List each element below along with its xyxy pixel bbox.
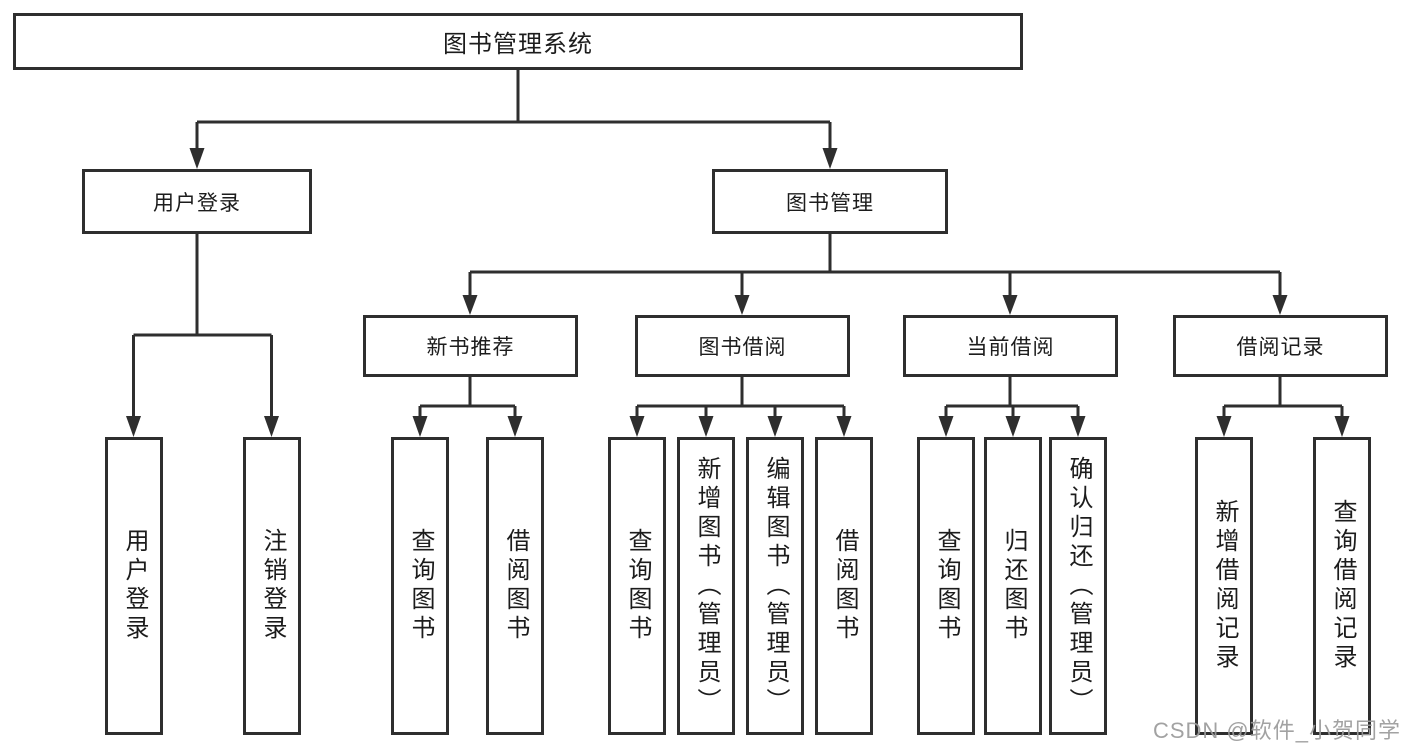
leaf-rec-query-record-label: 查询借阅记录 [1329,499,1356,673]
node-borrow-records-label: 借阅记录 [1236,336,1325,359]
node-user-login: 用户登录 [82,169,312,234]
node-book-borrow: 图书借阅 [635,315,850,377]
node-book-management-label: 图书管理 [786,191,874,215]
leaf-user-login-label: 用户登录 [121,528,148,644]
leaf-cb-return-book-label: 归还图书 [1000,528,1027,644]
leaf-bb-edit-book-label: 编辑图书（管理员） [762,455,789,717]
node-user-login-label: 用户登录 [153,191,241,215]
leaf-bb-borrow-book-label: 借阅图书 [831,528,858,644]
leaf-cb-query-book: 查询图书 [917,437,975,735]
leaf-user-login: 用户登录 [105,437,163,735]
node-library-system: 图书管理系统 [13,13,1023,70]
leaf-rec-add-record-label: 新增借阅记录 [1211,499,1238,673]
leaf-cb-return-book: 归还图书 [984,437,1042,735]
node-new-book-recommend-label: 新书推荐 [426,336,515,359]
csdn-watermark: CSDN @软件_小贺同学 [1152,718,1401,743]
leaf-cb-confirm-return: 确认归还（管理员） [1049,437,1107,735]
leaf-logout-label: 注销登录 [259,528,286,644]
leaf-bb-edit-book: 编辑图书（管理员） [746,437,804,735]
node-book-management: 图书管理 [712,169,948,234]
leaf-nb-query-book-label: 查询图书 [407,528,434,644]
leaf-bb-borrow-book: 借阅图书 [815,437,873,735]
leaf-logout: 注销登录 [243,437,301,735]
leaf-nb-borrow-book-label: 借阅图书 [502,528,529,644]
node-book-borrow-label: 图书借阅 [698,336,787,359]
leaf-nb-borrow-book: 借阅图书 [486,437,544,735]
node-new-book-recommend: 新书推荐 [363,315,578,377]
leaf-cb-confirm-return-label: 确认归还（管理员） [1065,455,1092,717]
leaf-bb-query-book: 查询图书 [608,437,666,735]
node-library-system-label: 图书管理系统 [443,31,593,58]
leaf-cb-query-book-label: 查询图书 [933,528,960,644]
leaf-rec-add-record: 新增借阅记录 [1195,437,1253,735]
leaf-nb-query-book: 查询图书 [391,437,449,735]
node-current-borrow: 当前借阅 [903,315,1118,377]
leaf-bb-query-book-label: 查询图书 [624,528,651,644]
leaf-bb-add-book: 新增图书（管理员） [677,437,735,735]
leaf-rec-query-record: 查询借阅记录 [1313,437,1371,735]
node-borrow-records: 借阅记录 [1173,315,1388,377]
node-current-borrow-label: 当前借阅 [966,336,1055,359]
leaf-bb-add-book-label: 新增图书（管理员） [693,455,720,717]
